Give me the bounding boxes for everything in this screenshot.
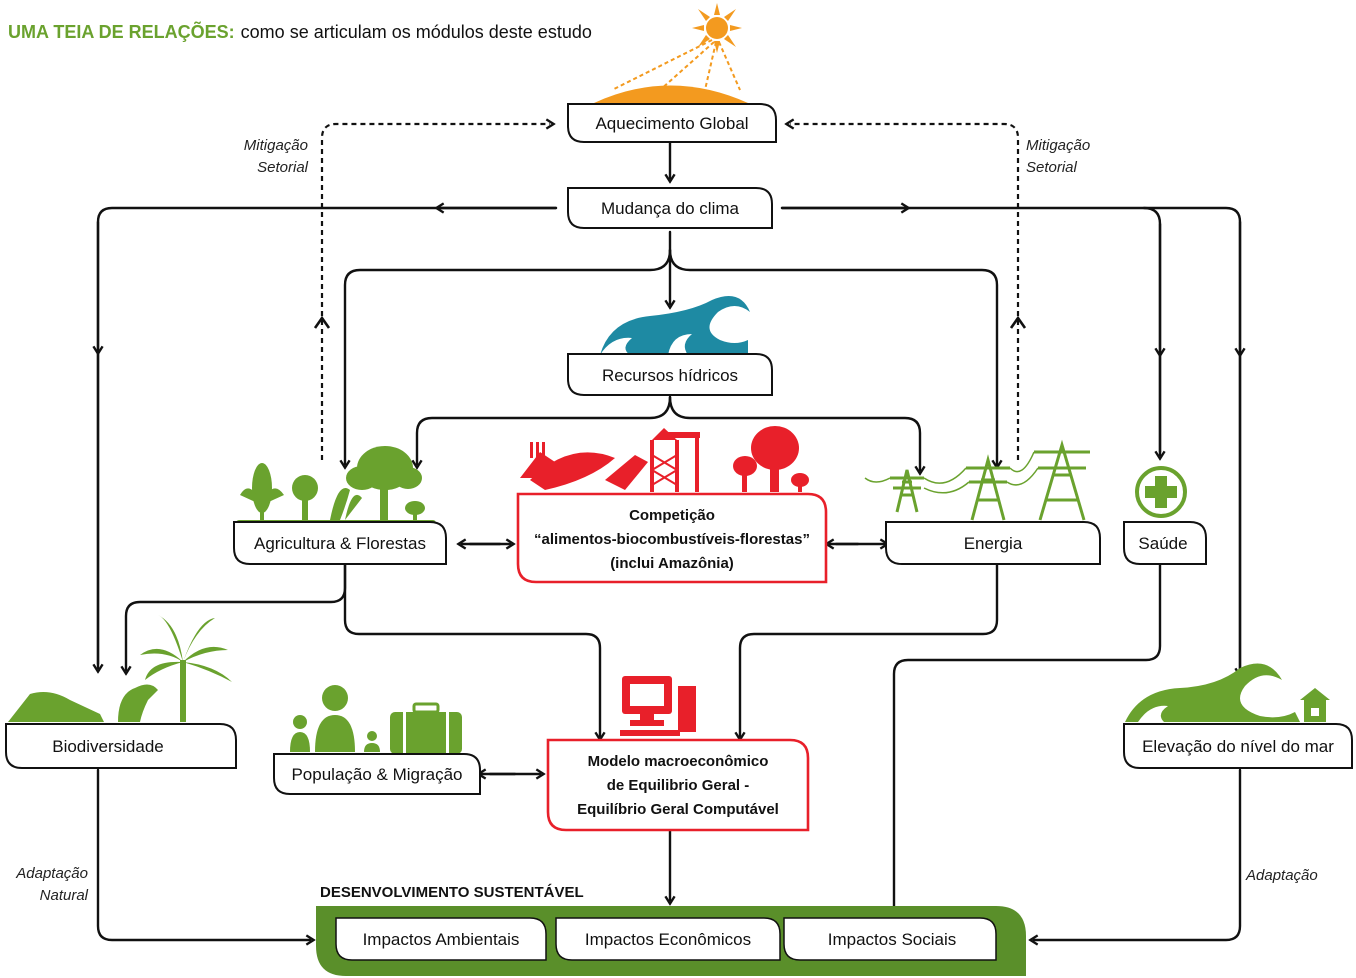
impacto-economicos-label: Impactos Econômicos xyxy=(585,930,751,949)
modelo-line-1: Modelo macroeconômico xyxy=(588,753,769,770)
node-energia: Energia xyxy=(885,521,1101,565)
node-modelo-macroeconomico: Modelo macroeconômico de Equilibrio Gera… xyxy=(546,738,810,832)
ds-title: DESENVOLVIMENTO SUSTENTÁVEL xyxy=(320,884,584,901)
mitigacao-left-line-2: Setorial xyxy=(257,159,309,176)
power-lines-icon xyxy=(864,439,1090,521)
svg-text:UMA TEIA DE RELAÇÕES:como se a: UMA TEIA DE RELAÇÕES: como se articulam o… xyxy=(8,21,592,42)
mudanca-label: Mudança do clima xyxy=(601,199,740,218)
saude-label: Saúde xyxy=(1138,534,1187,553)
adaptacao-natural-line-2: Natural xyxy=(40,887,89,904)
recursos-label: Recursos hídricos xyxy=(602,366,738,385)
modelo-line-2: de Equilibrio Geral - xyxy=(607,777,750,794)
earth-icon xyxy=(594,85,748,103)
energia-label: Energia xyxy=(964,534,1023,553)
node-mudanca-clima: Mudança do clima xyxy=(567,187,773,229)
desenvolvimento-sustentavel: DESENVOLVIMENTO SUSTENTÁVEL Impactos Amb… xyxy=(316,884,1026,976)
competicao-line-2: “alimentos-biocombustíveis-florestas” xyxy=(534,531,810,548)
computer-icon xyxy=(620,676,696,736)
adaptacao-natural-line-1: Adaptação xyxy=(15,865,88,882)
mitigation-up-arrows xyxy=(313,315,1027,329)
node-competicao: Competição “alimentos-biocombustíveis-fl… xyxy=(516,492,828,584)
plants-icon xyxy=(236,446,436,527)
node-agricultura-florestas: Agricultura & Florestas xyxy=(233,521,447,565)
impacto-sociais-label: Impactos Sociais xyxy=(828,930,957,949)
competicao-line-1: Competição xyxy=(629,507,715,524)
food-fuel-forest-icon xyxy=(520,426,809,492)
mitigacao-left-line-1: Mitigação xyxy=(244,137,308,154)
sea-level-icon xyxy=(1125,663,1330,722)
aquecimento-label: Aquecimento Global xyxy=(595,114,748,133)
impacto-economicos: Impactos Econômicos xyxy=(555,917,781,961)
impacto-ambientais: Impactos Ambientais xyxy=(335,917,547,961)
node-elevacao-nivel-mar: Elevação do nível do mar xyxy=(1123,723,1353,769)
impacto-ambientais-label: Impactos Ambientais xyxy=(363,930,520,949)
node-populacao-migracao: População & Migração xyxy=(273,753,481,795)
biodiversidade-label: Biodiversidade xyxy=(52,737,164,756)
mitigation-connectors xyxy=(320,124,1020,460)
adaptacao-label: Adaptação xyxy=(1245,867,1318,884)
title-rest: como se articulam os módulos deste estud… xyxy=(241,22,592,42)
elevacao-label: Elevação do nível do mar xyxy=(1142,737,1334,756)
node-saude: Saúde xyxy=(1123,521,1207,565)
node-recursos-hidricos: Recursos hídricos xyxy=(567,353,773,396)
node-aquecimento-global: Aquecimento Global xyxy=(567,103,777,143)
mitigacao-right-line-1: Mitigação xyxy=(1026,137,1090,154)
title-highlight: UMA TEIA DE RELAÇÕES: xyxy=(8,21,235,42)
mitigacao-right-line-2: Setorial xyxy=(1026,159,1078,176)
wildlife-icon xyxy=(8,615,232,722)
node-biodiversidade: Biodiversidade xyxy=(5,723,237,769)
impacto-sociais: Impactos Sociais xyxy=(783,917,997,961)
people-luggage-icon xyxy=(290,685,462,754)
connectors xyxy=(98,140,1240,940)
populacao-label: População & Migração xyxy=(291,765,462,784)
modelo-line-3: Equilíbrio Geral Computável xyxy=(577,801,779,818)
wave-icon xyxy=(600,296,750,355)
agricultura-label: Agricultura & Florestas xyxy=(254,534,426,553)
competicao-line-3: (inclui Amazônia) xyxy=(610,555,734,572)
health-cross-icon xyxy=(1135,466,1187,518)
sun-icon xyxy=(611,3,742,91)
diagram-title: UMA TEIA DE RELAÇÕES: como se articulam o… xyxy=(8,21,592,42)
